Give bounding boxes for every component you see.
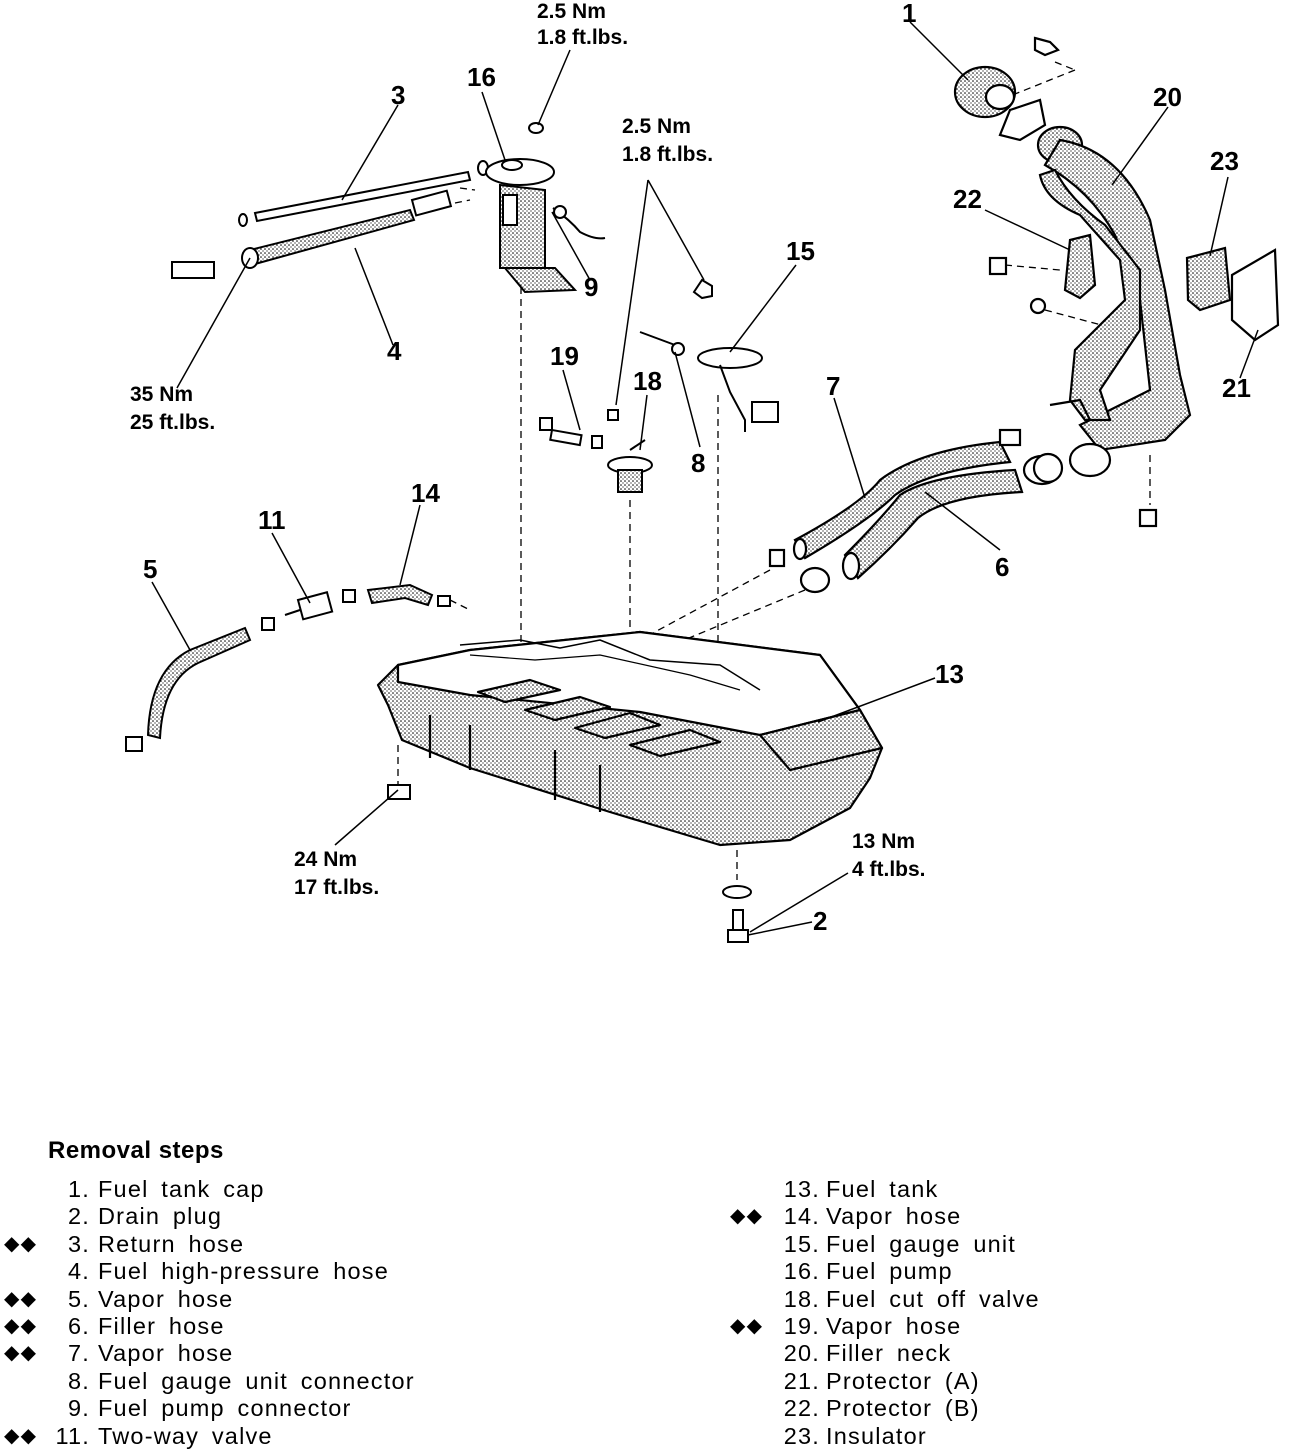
torque-pump-ft: 1.8 ft.lbs. bbox=[537, 26, 628, 49]
removal-steps-title: Removal steps bbox=[48, 1137, 224, 1164]
fuel-tank-exploded-diagram: 1 2 3 4 5 6 7 8 9 11 13 14 15 16 18 19 2… bbox=[125, 0, 1280, 943]
step-label: Fuel high-pressure hose bbox=[98, 1258, 390, 1285]
fuel-gauge-unit-drawing bbox=[639, 278, 779, 432]
callout-14: 14 bbox=[411, 478, 440, 508]
step-number: 14. bbox=[783, 1203, 820, 1230]
step-label: Fuel gauge unit connector bbox=[98, 1367, 415, 1394]
leader-lines bbox=[151, 21, 1259, 936]
torque-tank-ft: 17 ft.lbs. bbox=[294, 876, 379, 899]
step-label: Insulator bbox=[826, 1422, 927, 1449]
step-label: Two-way valve bbox=[98, 1422, 273, 1449]
step-label: Vapor hose bbox=[826, 1203, 962, 1230]
filler-neck-drawing bbox=[953, 36, 1280, 528]
step-label: Fuel tank cap bbox=[98, 1176, 265, 1202]
step-label: Fuel cut off valve bbox=[826, 1285, 1040, 1312]
step-label: Fuel pump bbox=[826, 1258, 953, 1285]
step-number: 9. bbox=[68, 1395, 90, 1422]
step-label: Filler hose bbox=[98, 1312, 225, 1339]
step-number: 16. bbox=[783, 1258, 820, 1285]
double-diamond-marker: ◆◆ bbox=[4, 1232, 38, 1255]
callout-9: 9 bbox=[584, 272, 598, 302]
callout-4: 4 bbox=[387, 336, 402, 366]
step-label: Fuel pump connector bbox=[98, 1395, 352, 1422]
callout-labels: 1 2 3 4 5 6 7 8 9 11 13 14 15 16 18 19 2… bbox=[143, 0, 1251, 936]
hoses-6-7 bbox=[768, 428, 1062, 594]
step-number: 1. bbox=[68, 1176, 90, 1202]
torque-pump-nm: 2.5 Nm bbox=[537, 0, 606, 23]
step-label: Drain plug bbox=[98, 1203, 223, 1230]
fuel-tank-drawing bbox=[376, 630, 884, 847]
callout-21: 21 bbox=[1222, 373, 1251, 403]
step-label: Filler neck bbox=[826, 1340, 952, 1367]
step-number: 4. bbox=[68, 1258, 90, 1285]
step-number: 19. bbox=[783, 1312, 820, 1339]
fuel-pump-drawing bbox=[485, 122, 606, 294]
step-label: Vapor hose bbox=[98, 1285, 234, 1312]
torque-hose-nm: 35 Nm bbox=[130, 383, 193, 406]
callout-5: 5 bbox=[143, 554, 157, 584]
double-diamond-marker: ◆◆ bbox=[4, 1314, 38, 1337]
callout-11: 11 bbox=[258, 505, 286, 535]
callout-13: 13 bbox=[935, 659, 964, 689]
torque-specs: 2.5 Nm 1.8 ft.lbs. 2.5 Nm 1.8 ft.lbs. 35… bbox=[130, 0, 926, 899]
step-number: 23. bbox=[783, 1422, 820, 1449]
double-diamond-marker: ◆◆ bbox=[4, 1287, 38, 1310]
step-number: 2. bbox=[68, 1203, 90, 1230]
double-diamond-marker: ◆◆ bbox=[4, 1342, 38, 1365]
step-number: 7. bbox=[68, 1340, 90, 1367]
torque-gauge-ft: 1.8 ft.lbs. bbox=[622, 143, 713, 166]
step-number: 13. bbox=[783, 1176, 820, 1202]
step-number: 22. bbox=[783, 1395, 820, 1422]
step-label: Protector (A) bbox=[826, 1367, 980, 1394]
callout-2: 2 bbox=[813, 906, 827, 936]
small-fasteners bbox=[387, 784, 752, 943]
step-number: 21. bbox=[783, 1367, 820, 1394]
step-number: 5. bbox=[68, 1285, 90, 1312]
callout-8: 8 bbox=[691, 448, 705, 478]
callout-19: 19 bbox=[550, 341, 579, 371]
torque-drain-ft: 4 ft.lbs. bbox=[852, 858, 926, 881]
step-label: Return hose bbox=[98, 1230, 245, 1257]
step-label: Vapor hose bbox=[98, 1340, 234, 1367]
callout-3: 3 bbox=[391, 80, 405, 110]
double-diamond-marker: ◆◆ bbox=[730, 1205, 764, 1228]
double-diamond-marker: ◆◆ bbox=[4, 1424, 38, 1447]
torque-gauge-nm: 2.5 Nm bbox=[622, 115, 691, 138]
step-label: Vapor hose bbox=[826, 1312, 962, 1339]
cut-off-valve-drawing bbox=[539, 409, 653, 493]
step-number: 3. bbox=[68, 1230, 90, 1257]
step-number: 20. bbox=[783, 1340, 820, 1367]
callout-16: 16 bbox=[467, 62, 496, 92]
torque-hose-ft: 25 ft.lbs. bbox=[130, 411, 215, 434]
callout-6: 6 bbox=[995, 552, 1009, 582]
vapor-hoses-left bbox=[125, 583, 451, 752]
step-number: 8. bbox=[68, 1367, 90, 1394]
step-number: 11. bbox=[55, 1422, 90, 1449]
hoses-3-4 bbox=[171, 160, 489, 279]
callout-1: 1 bbox=[902, 0, 916, 28]
torque-drain-nm: 13 Nm bbox=[852, 830, 915, 853]
double-diamond-marker: ◆◆ bbox=[730, 1314, 764, 1337]
step-number: 15. bbox=[783, 1230, 820, 1257]
step-number: 6. bbox=[68, 1312, 90, 1339]
callout-15: 15 bbox=[786, 236, 815, 266]
callout-20: 20 bbox=[1153, 82, 1182, 112]
step-label: Fuel gauge unit bbox=[826, 1230, 1017, 1257]
torque-tank-nm: 24 Nm bbox=[294, 848, 357, 871]
callout-23: 23 bbox=[1210, 146, 1239, 176]
callout-7: 7 bbox=[826, 371, 840, 401]
step-label: Protector (B) bbox=[826, 1395, 980, 1422]
callout-22: 22 bbox=[953, 184, 982, 214]
step-label: Fuel tank bbox=[826, 1176, 939, 1202]
callout-18: 18 bbox=[633, 366, 662, 396]
step-number: 18. bbox=[783, 1285, 820, 1312]
